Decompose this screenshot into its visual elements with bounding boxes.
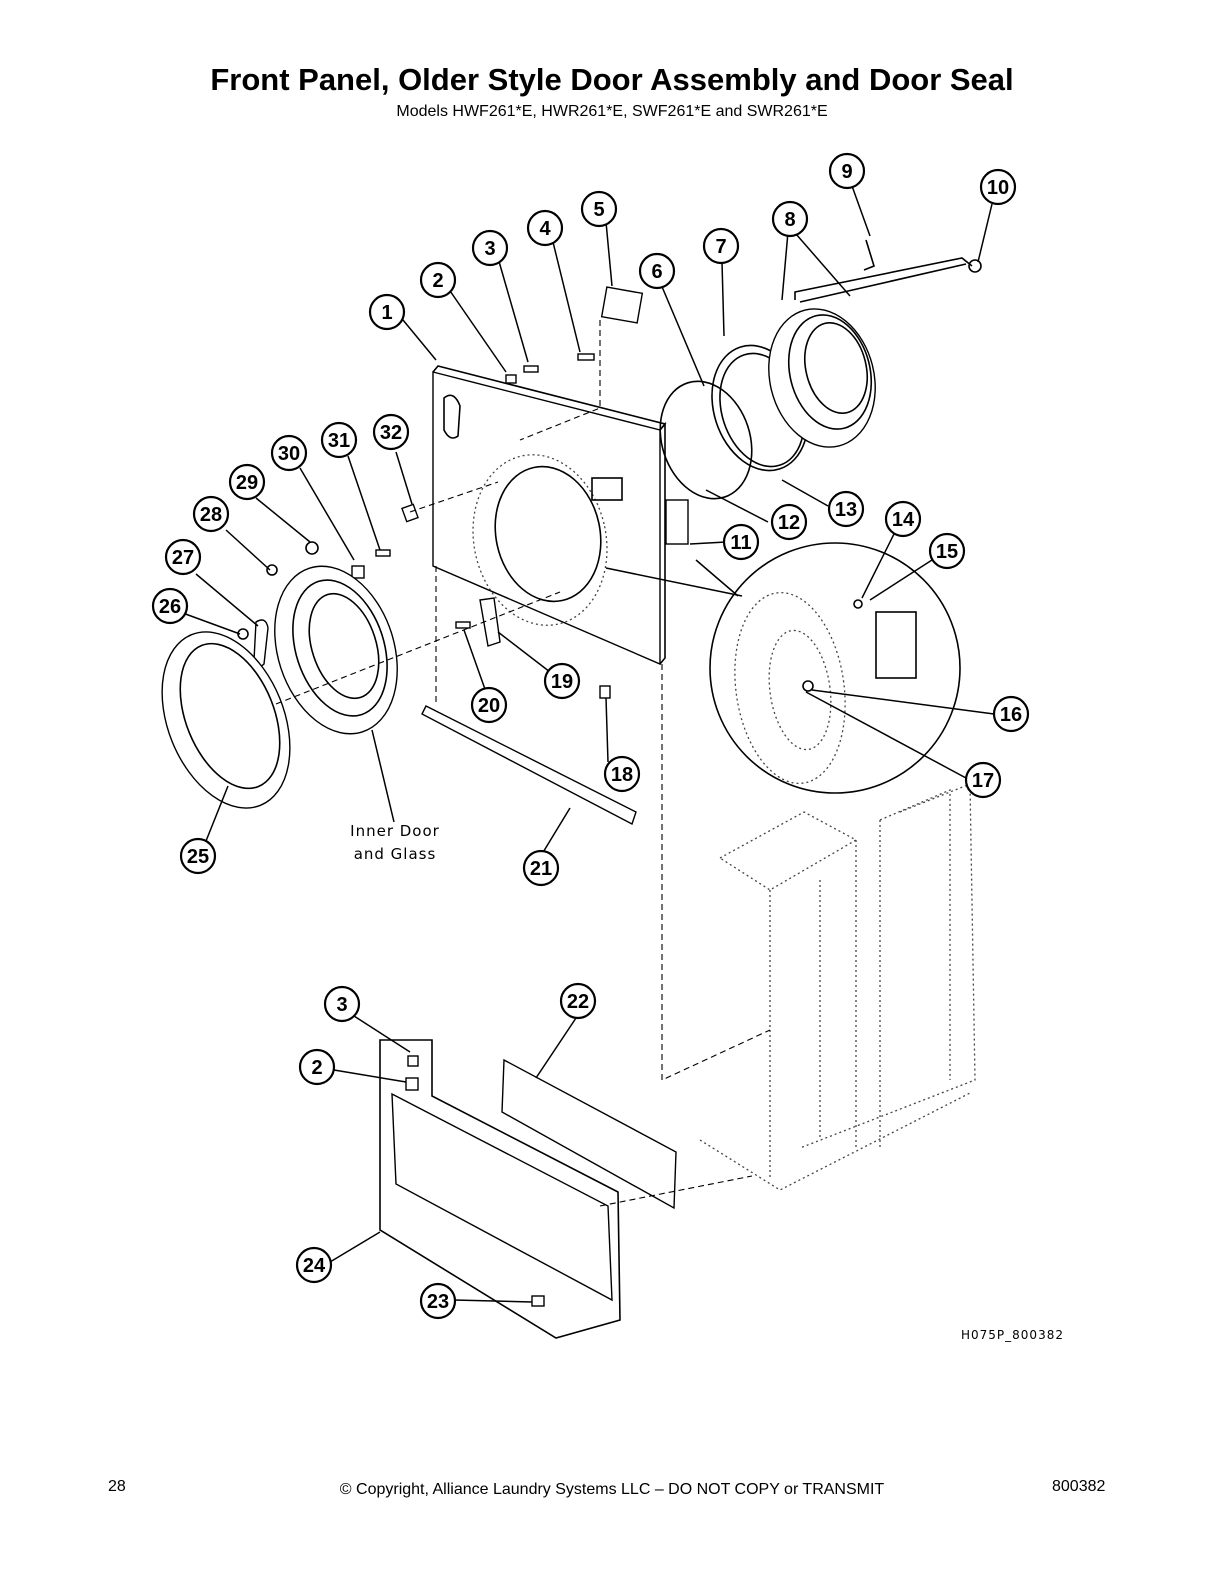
inner-door-label-line1: Inner Door — [350, 822, 440, 840]
svg-text:23: 23 — [427, 1291, 449, 1313]
callout-1: 1 — [368, 293, 406, 331]
kick-panel — [379, 1039, 677, 1339]
assembly-guide-lines — [275, 320, 771, 1207]
callout-10: 10 — [979, 168, 1017, 206]
svg-text:30: 30 — [278, 443, 300, 465]
svg-text:3: 3 — [484, 238, 495, 260]
svg-text:28: 28 — [200, 504, 222, 526]
washer-cabinet — [699, 783, 976, 1191]
copyright-notice: © Copyright, Alliance Laundry Systems LL… — [339, 1481, 885, 1498]
callout-23: 23 — [419, 1282, 457, 1320]
page-number: 28 — [108, 1478, 126, 1495]
svg-text:31: 31 — [328, 430, 350, 452]
callout-28: 28 — [192, 495, 230, 533]
svg-text:15: 15 — [936, 541, 958, 563]
callout-3-lower: 3 — [323, 985, 361, 1023]
callout-27: 27 — [164, 538, 202, 576]
svg-text:5: 5 — [593, 199, 604, 221]
callout-11: 11 — [722, 523, 760, 561]
svg-text:29: 29 — [236, 472, 258, 494]
svg-text:22: 22 — [567, 991, 589, 1013]
callout-8: 8 — [771, 200, 809, 238]
callout-22: 22 — [559, 982, 597, 1020]
callout-16: 16 — [992, 695, 1030, 733]
svg-text:2: 2 — [432, 270, 443, 292]
page-title: Front Panel, Older Style Door Assembly a… — [210, 62, 1014, 97]
callout-2: 2 — [419, 261, 457, 299]
bottom-strip — [421, 705, 637, 826]
svg-text:26: 26 — [159, 596, 181, 618]
document-number: 800382 — [1052, 1478, 1106, 1495]
svg-text:17: 17 — [972, 770, 994, 792]
callout-19: 19 — [543, 662, 581, 700]
callout-2-lower: 2 — [298, 1048, 336, 1086]
svg-text:25: 25 — [187, 846, 209, 868]
svg-text:1: 1 — [381, 302, 392, 324]
callout-12: 12 — [770, 503, 808, 541]
callout-32: 32 — [372, 413, 410, 451]
svg-text:32: 32 — [380, 422, 402, 444]
svg-text:3: 3 — [336, 994, 347, 1016]
svg-text:2: 2 — [311, 1057, 322, 1079]
callout-6: 6 — [638, 252, 676, 290]
callout-20: 20 — [470, 686, 508, 724]
detail-view — [605, 542, 961, 794]
drawing-code: H075P_800382 — [961, 1328, 1064, 1342]
small-hardware — [237, 239, 982, 1307]
callout-3: 3 — [471, 229, 509, 267]
svg-text:19: 19 — [551, 671, 573, 693]
callout-26: 26 — [151, 587, 189, 625]
callout-29: 29 — [228, 463, 266, 501]
callout-30: 30 — [270, 434, 308, 472]
svg-text:7: 7 — [715, 236, 726, 258]
svg-text:21: 21 — [530, 858, 552, 880]
callout-15: 15 — [928, 532, 966, 570]
inner-door-label-line2: and Glass — [354, 845, 437, 863]
svg-text:27: 27 — [172, 547, 194, 569]
callout-17: 17 — [964, 761, 1002, 799]
door-boot — [768, 257, 973, 448]
svg-text:11: 11 — [730, 532, 751, 554]
svg-text:20: 20 — [478, 695, 500, 717]
callout-24: 24 — [295, 1246, 333, 1284]
svg-text:9: 9 — [841, 161, 852, 183]
callout-5: 5 — [580, 190, 618, 228]
svg-text:18: 18 — [611, 764, 633, 786]
callout-31: 31 — [320, 421, 358, 459]
callout-4: 4 — [526, 209, 564, 247]
callout-25: 25 — [179, 837, 217, 875]
callout-18: 18 — [603, 755, 641, 793]
svg-text:16: 16 — [1000, 704, 1022, 726]
svg-text:8: 8 — [784, 209, 795, 231]
svg-text:4: 4 — [539, 218, 551, 240]
svg-text:10: 10 — [987, 177, 1009, 199]
callout-7: 7 — [702, 227, 740, 265]
svg-text:13: 13 — [835, 499, 857, 521]
svg-text:6: 6 — [651, 261, 662, 283]
svg-text:14: 14 — [892, 509, 915, 531]
svg-text:24: 24 — [303, 1255, 326, 1277]
page-subtitle: Models HWF261*E, HWR261*E, SWF261*E and … — [396, 103, 828, 120]
callout-14: 14 — [884, 500, 922, 538]
svg-text:12: 12 — [778, 512, 800, 534]
front-panel — [432, 365, 667, 666]
leader-lines — [179, 185, 995, 1303]
callout-13: 13 — [827, 490, 865, 528]
callout-9: 9 — [828, 152, 866, 190]
callout-21: 21 — [522, 849, 560, 887]
